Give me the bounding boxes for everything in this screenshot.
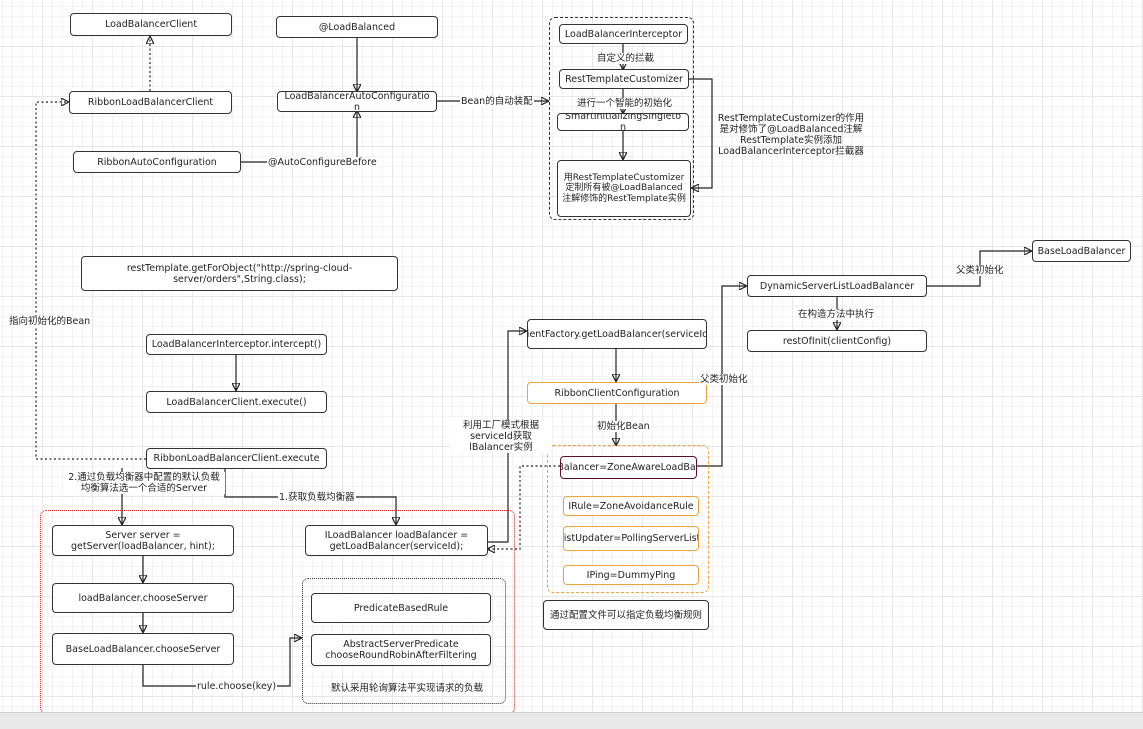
client-execute-node[interactable]: LoadBalancerClient.execute() bbox=[146, 391, 327, 413]
client-factory-node[interactable]: clientFactory.getLoadBalancer(serviceId)… bbox=[527, 319, 707, 349]
rest-of-init-node[interactable]: restOfInit(clientConfig) bbox=[747, 330, 927, 352]
dynamic-server-list-lb-node[interactable]: DynamicServerListLoadBalancer bbox=[747, 275, 927, 297]
parent-init-mid-label: 父类初始化 bbox=[699, 374, 749, 385]
point-to-init-bean-label: 指向初始化的Bean bbox=[8, 316, 92, 327]
ribbon-auto-configuration-node[interactable]: RibbonAutoConfiguration bbox=[73, 151, 241, 173]
auto-config-group bbox=[549, 17, 694, 220]
rule-group bbox=[302, 578, 506, 704]
rule-choose-label: rule.choose(key) bbox=[196, 681, 278, 692]
interceptor-intercept-node[interactable]: LoadBalancerInterceptor.intercept() bbox=[146, 334, 327, 355]
customizer-note-label: RestTemplateCustomizer的作用是对修饰了@LoadBalan… bbox=[717, 113, 865, 157]
ribbon-client-execute-node[interactable]: RibbonLoadBalancerClient.execute bbox=[146, 448, 327, 469]
get-load-balancer-node[interactable]: ILoadBalancer loadBalancer = getLoadBala… bbox=[305, 525, 488, 556]
lb-interceptor-node[interactable]: LoadBalancerInterceptor bbox=[559, 24, 688, 44]
bean-auto-assembly-label: Bean的自动装配 bbox=[460, 96, 534, 107]
customize-all-node[interactable]: 用RestTemplateCustomizer定制所有被@LoadBalance… bbox=[557, 160, 691, 217]
irule-node[interactable]: IRule=ZoneAvoidanceRule bbox=[563, 496, 699, 516]
init-smart-label: 进行一个智能的初始化 bbox=[576, 98, 674, 109]
lb-auto-configuration-node[interactable]: LoadBalancerAutoConfiguratio n bbox=[277, 91, 437, 112]
factory-mode-label: 利用工厂模式根据serviceId获取lBalancer实例 bbox=[450, 420, 552, 453]
get-server-default-label: 2.通过负载均衡器中配置的默认负载均衡算法选一个合适的Server bbox=[63, 472, 225, 494]
rest-template-call-node[interactable]: restTemplate.getForObject("http://spring… bbox=[81, 256, 398, 291]
get-lb-label: 1.获取负载均衡器 bbox=[278, 492, 356, 503]
ribbon-client-configuration-node[interactable]: RibbonClientConfiguration bbox=[527, 382, 707, 404]
at-load-balanced-node[interactable]: @LoadBalanced bbox=[276, 16, 438, 38]
zone-aware-lb-node[interactable]: ILoadBalancer=ZoneAwareLoadBalancer bbox=[560, 456, 697, 479]
base-load-balancer-node[interactable]: BaseLoadBalancer bbox=[1032, 240, 1131, 262]
bottom-scroll-area bbox=[0, 712, 1143, 729]
auto-configure-before-label: @AutoConfigureBefore bbox=[267, 157, 378, 168]
init-bean-label: 初始化Bean bbox=[596, 421, 651, 432]
parent-init-top-label: 父类初始化 bbox=[955, 265, 1005, 276]
lb-components-group bbox=[547, 445, 709, 593]
custom-interceptor-label: 自定义的拦截 bbox=[596, 53, 656, 64]
load-balancer-client-node[interactable]: LoadBalancerClient bbox=[70, 13, 232, 36]
server-list-updater-node[interactable]: ServerListUpdater=PollingServerListUpdat… bbox=[563, 526, 699, 551]
iping-node[interactable]: IPing=DummyPing bbox=[563, 565, 699, 585]
base-choose-server-node[interactable]: BaseLoadBalancer.chooseServer bbox=[52, 633, 234, 665]
in-constructor-label: 在构造方法中执行 bbox=[797, 309, 876, 320]
get-server-node[interactable]: Server server = getServer(loadBalancer, … bbox=[52, 525, 234, 556]
abstract-server-predicate-node[interactable]: AbstractServerPredicate chooseRoundRobin… bbox=[311, 634, 491, 666]
smart-initializing-singleton-node[interactable]: SmartInitializingSingleto n bbox=[557, 113, 689, 131]
default-round-robin-label: 默认采用轮询算法平实现请求的负载 bbox=[331, 683, 484, 694]
config-file-note-node[interactable]: 通过配置文件可以指定负载均衡规则 bbox=[543, 600, 709, 630]
rest-template-customizer-node[interactable]: RestTemplateCustomizer bbox=[559, 69, 689, 89]
ribbon-lb-client-node[interactable]: RibbonLoadBalancerClient bbox=[69, 91, 232, 114]
predicate-based-rule-node[interactable]: PredicateBasedRule bbox=[311, 593, 491, 623]
lb-choose-server-node[interactable]: loadBalancer.chooseServer bbox=[52, 583, 234, 613]
